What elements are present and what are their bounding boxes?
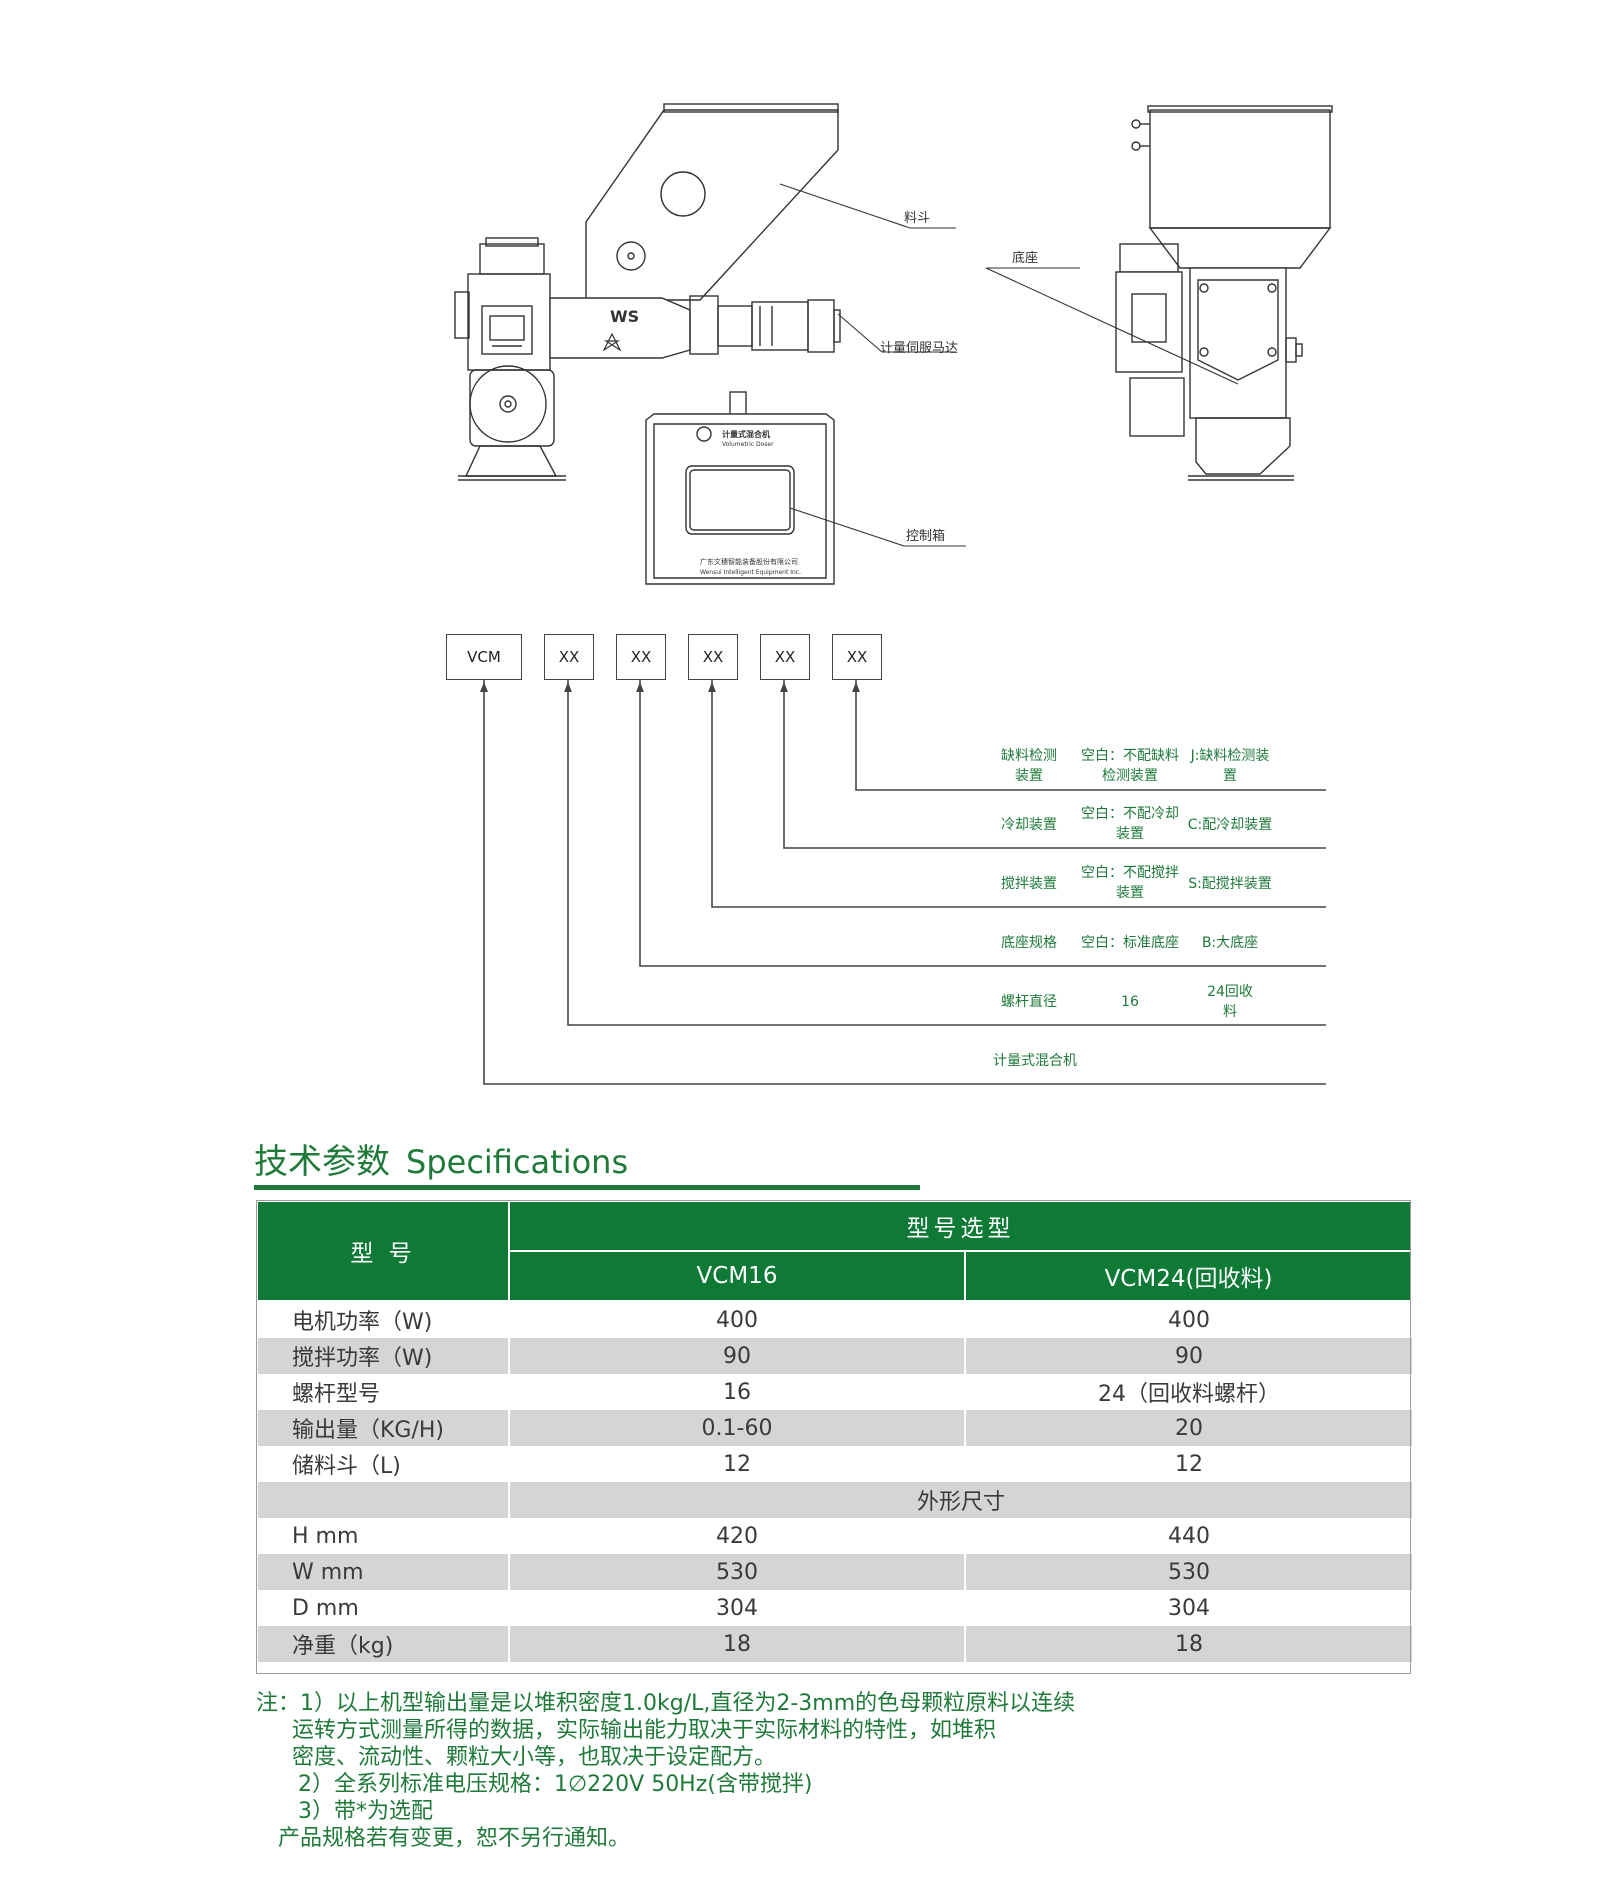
row-value-vcm16: 530 — [508, 1554, 965, 1590]
row-value-vcm16: 420 — [508, 1518, 965, 1554]
option-default-mixer: 空白：不配搅拌装置 — [1081, 865, 1179, 901]
panel-company-cn: 广东文穗智能装备股份有限公司 — [700, 557, 798, 566]
option-alt-mixer: S:配搅拌装置 — [1188, 876, 1272, 892]
dimension-section-row: 外形尺寸 — [256, 1482, 1412, 1518]
table-row: 搅拌功率（W) 90 90 — [256, 1338, 1412, 1374]
heading-underline — [254, 1185, 920, 1190]
table-row: 电机功率（W) 400 400 — [256, 1301, 1412, 1338]
specs-table: 型 号 型号选型 VCM16 VCM24(回收料) 电机功率（W) 400 40… — [256, 1200, 1413, 1662]
table-row: 输出量（KG/H) 0.1-60 20 — [256, 1410, 1412, 1446]
header-model-vcm16: VCM16 — [508, 1250, 966, 1302]
row-value-vcm16: 18 — [508, 1626, 965, 1662]
panel-title-cn: 计量式混合机 — [722, 429, 770, 439]
label-control-box: 控制箱 — [906, 528, 945, 544]
row-name: 螺杆型号 — [256, 1374, 509, 1410]
row-name: D mm — [256, 1590, 509, 1626]
panel-company-en: Wensui Intelligent Equipment Inc. — [700, 569, 801, 576]
option-default-material-detect: 空白：不配缺料检测装置 — [1081, 748, 1179, 784]
table-row: H mm 420 440 — [256, 1518, 1412, 1554]
label-base: 底座 — [1012, 250, 1038, 266]
row-value-vcm24: 530 — [964, 1554, 1412, 1590]
panel-title-en: Volumetric Doser — [722, 441, 774, 448]
table-row: 储料斗（L) 12 12 — [256, 1446, 1412, 1482]
note-line-5: 3）带*为选配 — [298, 1799, 433, 1824]
model-code-box-screw: XX — [544, 634, 594, 680]
option-name-material-detect: 缺料检测装置 — [1001, 748, 1057, 784]
note-line-1: 注：1）以上机型输出量是以堆积密度1.0kg/L,直径为2-3mm的色母颗粒原料… — [256, 1691, 1076, 1716]
row-name: W mm — [256, 1554, 509, 1590]
row-value-vcm24: 12 — [964, 1446, 1412, 1482]
row-value-vcm16: 304 — [508, 1590, 965, 1626]
header-model-label: 型 号 — [256, 1200, 510, 1302]
option-name-series: 计量式混合机 — [993, 1053, 1077, 1069]
specs-heading-cn: 技术参数 — [254, 1142, 390, 1182]
row-name: 搅拌功率（W) — [256, 1338, 509, 1374]
side-view-drawing: WS — [454, 103, 841, 481]
label-hopper: 料斗 — [904, 211, 930, 226]
row-name: 电机功率（W) — [256, 1301, 509, 1338]
row-value-vcm24: 90 — [964, 1338, 1412, 1374]
table-row: W mm 530 530 — [256, 1554, 1412, 1590]
dimension-section-header: 外形尺寸 — [508, 1482, 1412, 1518]
option-alt-cooling: C:配冷却装置 — [1187, 817, 1273, 833]
option-name-cooling: 冷却装置 — [1001, 817, 1057, 833]
option-name-base: 底座规格 — [1001, 935, 1057, 951]
option-default-screw: 16 — [1121, 994, 1139, 1010]
row-name: 储料斗（L) — [256, 1446, 509, 1482]
note-line-3: 密度、流动性、颗粒大小等，也取决于设定配方。 — [292, 1745, 777, 1770]
control-box-drawing: 计量式混合机 Volumetric Doser 广东文穗智能装备股份有限公司 W… — [645, 391, 835, 585]
model-code-box-base: XX — [616, 634, 666, 680]
model-code-box-cooling: XX — [760, 634, 810, 680]
row-name: H mm — [256, 1518, 509, 1554]
model-code-box-mixer: XX — [688, 634, 738, 680]
option-default-cooling: 空白：不配冷却装置 — [1081, 806, 1179, 842]
row-value-vcm24: 20 — [964, 1410, 1412, 1446]
specs-heading: 技术参数 Specifications — [254, 1134, 628, 1183]
notes: 注：1）以上机型输出量是以堆积密度1.0kg/L,直径为2-3mm的色母颗粒原料… — [256, 1690, 1075, 1852]
header-selection-label: 型号选型 — [508, 1200, 1413, 1252]
svg-text:WS: WS — [610, 307, 639, 326]
technical-drawings: WS 计量式混合机 Volumetric Doser 广东文穗智能装备股份有限公… — [454, 103, 1333, 585]
front-view-drawing — [1115, 105, 1333, 481]
row-name: 净重（kg) — [256, 1626, 509, 1662]
model-code-box-series: VCM — [446, 634, 522, 680]
option-name-screw: 螺杆直径 — [1001, 994, 1057, 1010]
row-value-vcm16: 16 — [508, 1374, 965, 1410]
option-default-base: 空白：标准底座 — [1081, 935, 1179, 951]
row-value-vcm24: 440 — [964, 1518, 1412, 1554]
note-line-6: 产品规格若有变更，恕不另行通知。 — [278, 1826, 631, 1851]
row-value-vcm24: 18 — [964, 1626, 1412, 1662]
option-name-mixer: 搅拌装置 — [1001, 876, 1057, 892]
label-servo-motor: 计量伺服马达 — [880, 341, 958, 356]
table-row: 净重（kg) 18 18 — [256, 1626, 1412, 1662]
row-value-vcm16: 90 — [508, 1338, 965, 1374]
option-alt-screw: 24回收料 — [1207, 984, 1253, 1020]
row-value-vcm16: 0.1-60 — [508, 1410, 965, 1446]
header-model-vcm24: VCM24(回收料) — [964, 1250, 1413, 1302]
specs-heading-en: Specifications — [406, 1143, 629, 1181]
table-row: 螺杆型号 16 24（回收料螺杆） — [256, 1374, 1412, 1410]
row-name: 输出量（KG/H) — [256, 1410, 509, 1446]
row-value-vcm16: 400 — [508, 1301, 965, 1338]
note-line-4: 2）全系列标准电压规格：1∅220V 50Hz(含带搅拌) — [298, 1772, 813, 1797]
note-line-2: 运转方式测量所得的数据，实际输出能力取决于实际材料的特性，如堆积 — [292, 1718, 997, 1743]
row-value-vcm24: 304 — [964, 1590, 1412, 1626]
option-alt-material-detect: J:缺料检测装置 — [1190, 748, 1270, 784]
row-value-vcm16: 12 — [508, 1446, 965, 1482]
row-value-vcm24: 24（回收料螺杆） — [964, 1374, 1412, 1410]
model-code-box-material-detect: XX — [832, 634, 882, 680]
option-alt-base: B:大底座 — [1201, 935, 1259, 951]
table-row: D mm 304 304 — [256, 1590, 1412, 1626]
row-value-vcm24: 400 — [964, 1301, 1412, 1338]
